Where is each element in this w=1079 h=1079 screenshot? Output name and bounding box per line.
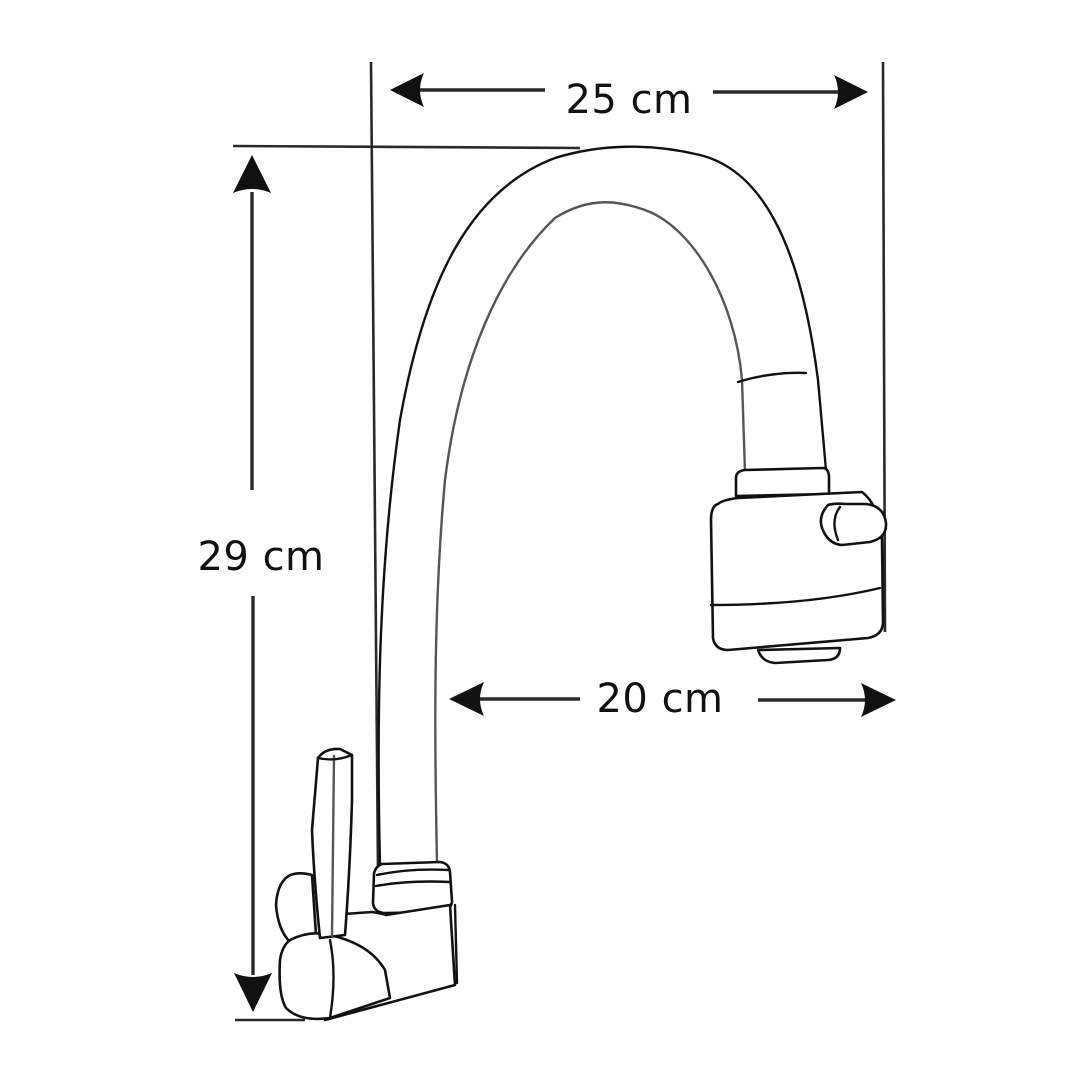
spout xyxy=(377,145,828,867)
arrow-left-icon xyxy=(390,73,424,107)
rear-knob xyxy=(274,872,318,944)
extension-line-left xyxy=(369,61,380,871)
extension-line-right xyxy=(881,61,887,633)
dimension-width-25cm: 25 cm xyxy=(390,73,868,123)
wall-base xyxy=(274,872,459,1022)
spout-collar xyxy=(371,860,454,915)
arrow-left-icon xyxy=(449,682,484,716)
width-label: 25 cm xyxy=(565,77,692,123)
extension-lines xyxy=(232,61,887,1022)
arrow-right-icon xyxy=(834,75,868,109)
lever-handle xyxy=(310,747,354,940)
dimension-reach-20cm: 20 cm xyxy=(449,676,896,722)
aerator-head xyxy=(709,466,885,665)
head-collar xyxy=(734,466,831,498)
arrow-right-icon xyxy=(861,683,896,717)
arrow-up-icon xyxy=(233,155,271,193)
head-outlet xyxy=(756,646,842,665)
extension-line-top xyxy=(232,144,581,150)
reach-label: 20 cm xyxy=(596,676,723,722)
head-band xyxy=(709,586,882,607)
spray-button xyxy=(819,502,888,547)
faucet-illustration xyxy=(274,145,888,1022)
height-label: 29 cm xyxy=(197,534,324,580)
arrow-down-icon xyxy=(234,973,272,1012)
dimension-height-29cm: 29 cm xyxy=(197,155,324,1012)
